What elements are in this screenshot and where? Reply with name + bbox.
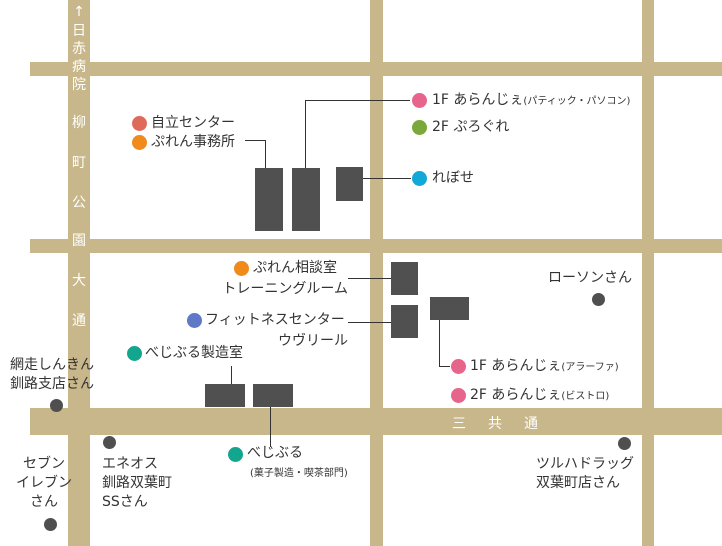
label-abashiri-1: 網走しんきん bbox=[10, 357, 94, 373]
leader-puren-soudan bbox=[348, 278, 391, 279]
building-bejibuni-seizou bbox=[205, 384, 245, 407]
sankyo-road-char-1: 三 bbox=[452, 416, 466, 432]
leader-fitness bbox=[348, 322, 391, 323]
pin-abashiri-shinkin bbox=[50, 399, 63, 412]
label-puren-soudan: ぷれん相談室 bbox=[253, 260, 337, 276]
teal-dot-bejibuni-seizou bbox=[127, 346, 142, 361]
teal-dot-bejibuni bbox=[228, 447, 243, 462]
pin-seven-eleven bbox=[44, 518, 57, 531]
vertical-road-char-5: 柳 bbox=[72, 115, 86, 131]
label-jiritsu-center: 自立センター bbox=[151, 115, 235, 131]
label-bejibuni-note: (菓子製造・喫茶部門) bbox=[250, 468, 348, 479]
label-arabjie-1f-b: 1F あらんじぇ(アラーファ) bbox=[470, 358, 619, 376]
building-arabjie-south bbox=[430, 297, 469, 320]
arabjie-1f-b-note: (アラーファ) bbox=[561, 362, 619, 373]
vertical-road-char-7: 公 bbox=[72, 195, 86, 211]
label-lawson: ローソンさん bbox=[548, 270, 632, 286]
pink-dot-arabjie-1f-b bbox=[451, 359, 466, 374]
building-fitness bbox=[391, 305, 418, 338]
vertical-road-char-3: 病 bbox=[72, 59, 86, 75]
label-puren-office: ぷれん事務所 bbox=[151, 134, 235, 150]
pink-dot-arabjie-1f bbox=[412, 93, 427, 108]
road-horizontal-middle bbox=[30, 239, 722, 253]
arabjie-1f-b-name: 1F あらんじぇ bbox=[470, 358, 562, 374]
orange-dot-puren-office bbox=[132, 135, 147, 150]
label-fitness-center: フィットネスセンター bbox=[205, 312, 345, 328]
label-training-room: トレーニングルーム bbox=[222, 281, 348, 297]
pink-dot-arabjie-2f bbox=[451, 388, 466, 403]
leader-jiritsu-h bbox=[245, 140, 266, 141]
label-abashiri-2: 釧路支店さん bbox=[10, 376, 94, 392]
vertical-road-char-2: 赤 bbox=[72, 41, 86, 57]
label-tsuruha-2: 双葉町店さん bbox=[536, 475, 620, 491]
label-bejibuni-seizou: べじぶる製造室 bbox=[145, 345, 243, 361]
label-eneos-1: エネオス bbox=[102, 456, 158, 472]
purple-dot-fitness bbox=[187, 313, 202, 328]
vertical-road-char-6: 町 bbox=[72, 155, 86, 171]
pin-lawson bbox=[592, 293, 605, 306]
label-seven-1: セブン bbox=[23, 456, 65, 472]
label-tsuruha-1: ツルハドラッグ bbox=[536, 456, 634, 472]
road-vertical-right bbox=[642, 0, 654, 546]
building-bejibuni bbox=[253, 384, 293, 407]
leader-arabjie-south-v bbox=[439, 320, 440, 367]
road-vertical-middle bbox=[370, 0, 383, 546]
label-purogure-2f: 2F ぷろぐれ bbox=[432, 119, 510, 135]
label-arabjie-1f: 1F あらんじぇ(パティック・パソコン) bbox=[432, 92, 630, 110]
red-dot-jiritsu bbox=[132, 116, 147, 131]
orange-dot-puren-soudan bbox=[234, 261, 249, 276]
sankyo-road-char-3: 通 bbox=[524, 416, 538, 432]
leader-bejibuni-seizou bbox=[231, 366, 232, 384]
cyan-dot-rebose bbox=[412, 171, 427, 186]
building-jiritsu bbox=[255, 168, 283, 231]
road-horizontal-sankyo bbox=[30, 408, 722, 435]
label-uvireel: ウヴリール bbox=[278, 333, 348, 349]
road-horizontal-top bbox=[30, 62, 722, 76]
arabjie-1f-note: (パティック・パソコン) bbox=[523, 96, 631, 107]
leader-rebose bbox=[363, 178, 411, 179]
vertical-road-char-1: 日 bbox=[72, 23, 86, 39]
vertical-road-char-8: 園 bbox=[72, 233, 86, 249]
arabjie-2f-name: 2F あらんじぇ bbox=[470, 387, 562, 403]
building-rebose bbox=[336, 167, 363, 201]
arabjie-2f-note: (ビストロ) bbox=[561, 391, 610, 402]
label-arabjie-2f: 2F あらんじぇ(ビストロ) bbox=[470, 387, 609, 405]
pin-tsuruha bbox=[618, 437, 631, 450]
leader-arabjie-north-v bbox=[305, 100, 306, 168]
label-seven-2: イレブン bbox=[16, 475, 72, 491]
leader-bejibuni bbox=[270, 407, 271, 447]
leader-jiritsu-v bbox=[265, 140, 266, 168]
building-puren-soudan bbox=[391, 262, 418, 295]
green-dot-purogure bbox=[412, 120, 427, 135]
vertical-road-char-10: 通 bbox=[72, 313, 86, 329]
building-arabjie-north bbox=[292, 168, 320, 231]
sankyo-road-char-2: 共 bbox=[488, 416, 502, 432]
vertical-road-char-4: 院 bbox=[72, 77, 86, 93]
leader-arabjie-south-h bbox=[439, 366, 450, 367]
label-eneos-3: SSさん bbox=[102, 494, 148, 510]
vertical-road-arrow: ↑ bbox=[73, 4, 85, 20]
vertical-road-char-9: 大 bbox=[72, 273, 86, 289]
label-eneos-2: 釧路双葉町 bbox=[102, 475, 172, 491]
leader-arabjie-north-h bbox=[305, 100, 410, 101]
label-bejibuni: べじぶる bbox=[247, 445, 303, 461]
label-seven-3: さん bbox=[30, 494, 58, 510]
label-rebose: れぼせ bbox=[432, 170, 474, 186]
arabjie-1f-name: 1F あらんじぇ bbox=[432, 92, 524, 108]
pin-eneos bbox=[103, 436, 116, 449]
